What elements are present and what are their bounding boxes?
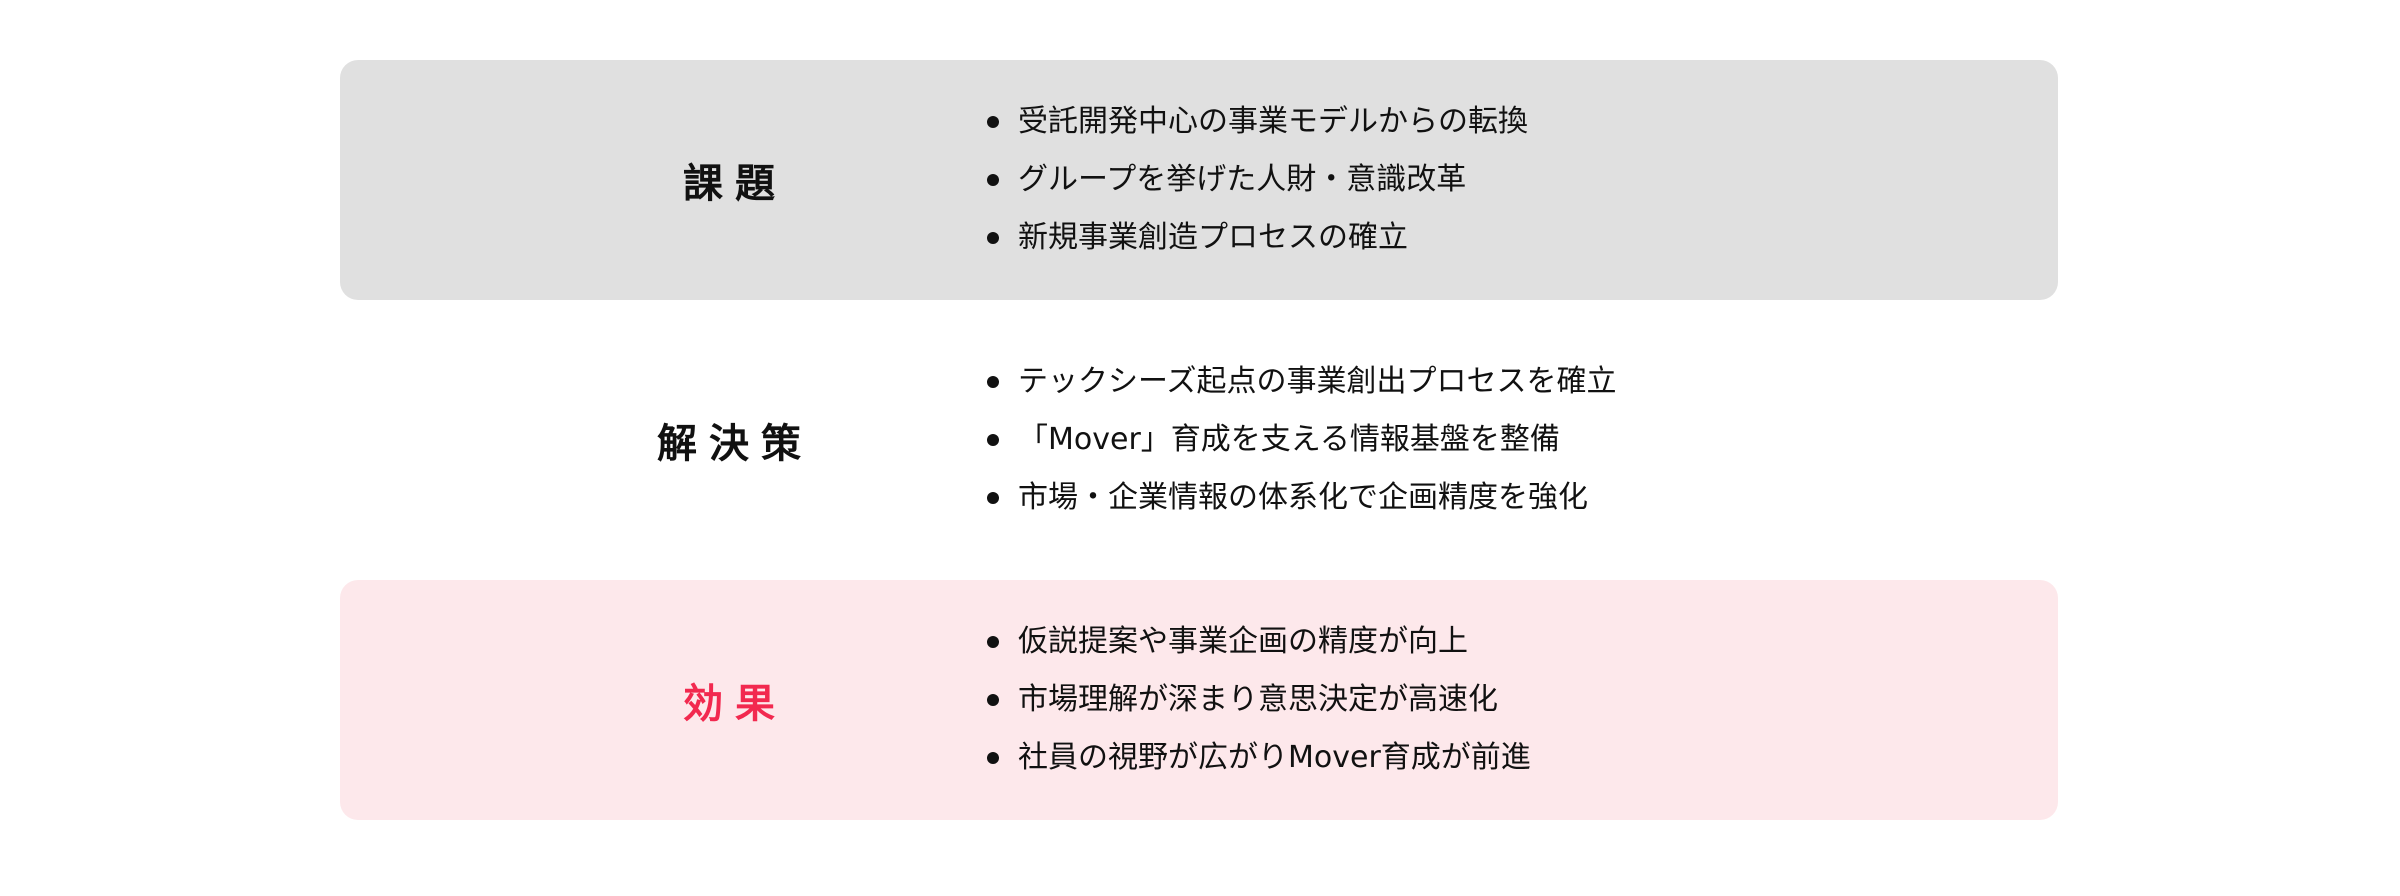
list-item-text: 「Mover」育成を支える情報基盤を整備 — [1018, 422, 1560, 457]
bullet-icon — [987, 492, 999, 504]
list-item-text: 市場・企業情報の体系化で企画精度を強化 — [1018, 480, 1588, 515]
list-item-text: グループを挙げた人財・意識改革 — [1018, 162, 1467, 197]
list-item: 「Mover」育成を支える情報基盤を整備 — [987, 422, 1617, 458]
issue-title: 課題 — [683, 161, 787, 207]
list-item: 新規事業創造プロセスの確立 — [987, 220, 1528, 256]
solution-title: 解決策 — [657, 421, 813, 467]
list-item-text: 新規事業創造プロセスの確立 — [1018, 220, 1408, 255]
list-item-text: 仮説提案や事業企画の精度が向上 — [1018, 624, 1468, 659]
issue-list: 受託開発中心の事業モデルからの転換 グループを挙げた人財・意識改革 新規事業創造… — [987, 60, 1528, 300]
list-item-text: 市場理解が深まり意思決定が高速化 — [1018, 682, 1498, 717]
list-item-text: 受託開発中心の事業モデルからの転換 — [1018, 104, 1528, 139]
solution-section: 解決策 テックシーズ起点の事業創出プロセスを確立 「Mover」育成を支える情報… — [340, 320, 2058, 560]
list-item-text: テックシーズ起点の事業創出プロセスを確立 — [1018, 364, 1617, 399]
list-item: テックシーズ起点の事業創出プロセスを確立 — [987, 364, 1617, 400]
list-item: 市場・企業情報の体系化で企画精度を強化 — [987, 480, 1617, 516]
list-item-text: 社員の視野が広がりMover育成が前進 — [1018, 740, 1531, 775]
list-item: 受託開発中心の事業モデルからの転換 — [987, 104, 1528, 140]
effect-list: 仮説提案や事業企画の精度が向上 市場理解が深まり意思決定が高速化 社員の視野が広… — [987, 580, 1531, 820]
bullet-icon — [987, 116, 999, 128]
bullet-icon — [987, 694, 999, 706]
solution-list: テックシーズ起点の事業創出プロセスを確立 「Mover」育成を支える情報基盤を整… — [987, 320, 1617, 560]
list-item: 市場理解が深まり意思決定が高速化 — [987, 682, 1531, 718]
list-item: 仮説提案や事業企画の精度が向上 — [987, 624, 1531, 660]
bullet-icon — [987, 636, 999, 648]
issue-section: 課題 受託開発中心の事業モデルからの転換 グループを挙げた人財・意識改革 新規事… — [340, 60, 2058, 300]
bullet-icon — [987, 376, 999, 388]
effect-section: 効果 仮説提案や事業企画の精度が向上 市場理解が深まり意思決定が高速化 社員の視… — [340, 580, 2058, 820]
list-item: 社員の視野が広がりMover育成が前進 — [987, 740, 1531, 776]
effect-title: 効果 — [683, 681, 787, 727]
bullet-icon — [987, 174, 999, 186]
bullet-icon — [987, 434, 999, 446]
list-item: グループを挙げた人財・意識改革 — [987, 162, 1528, 198]
bullet-icon — [987, 752, 999, 764]
bullet-icon — [987, 232, 999, 244]
